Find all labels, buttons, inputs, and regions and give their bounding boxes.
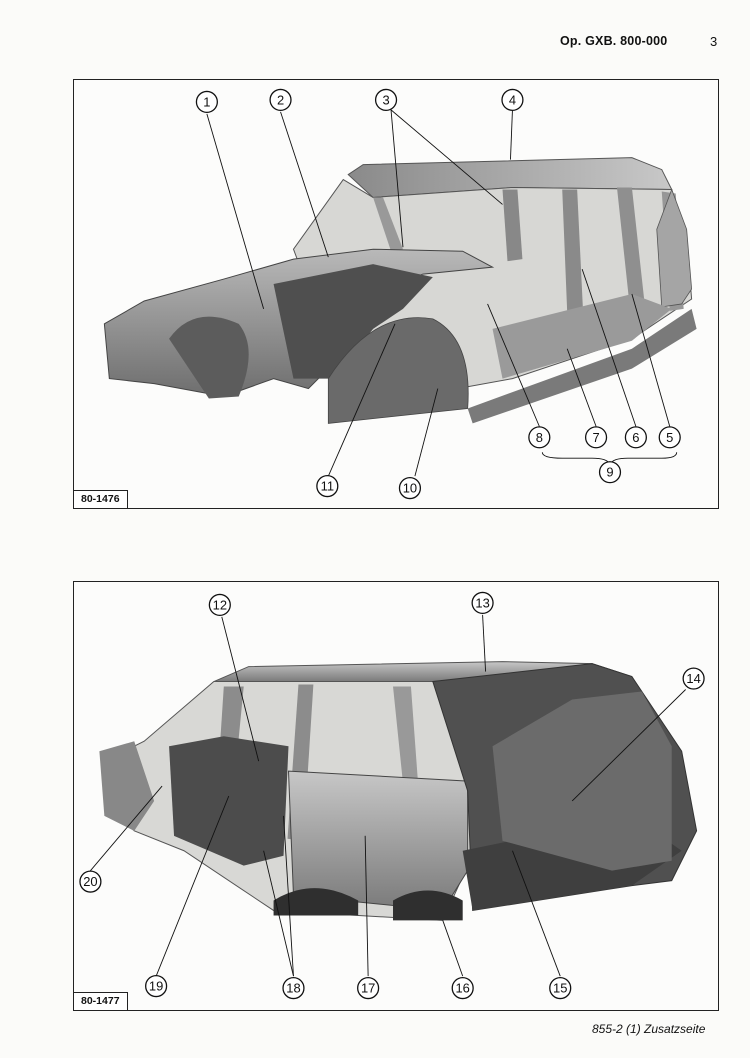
leader-line-8 (487, 303, 540, 427)
callout-6: 6 (624, 426, 647, 449)
leader-line-6 (581, 268, 637, 427)
leader-line-19 (155, 795, 230, 977)
callout-13: 13 (471, 591, 494, 615)
callout-layer-figure-1 (206, 109, 678, 477)
callout-19: 19 (145, 975, 168, 998)
figure-front-body-shell: 1 2 3 4 5 6 7 8 9 10 11 80-1476 (73, 79, 719, 509)
callout-4: 4 (501, 88, 524, 112)
callout-layer-figure-2 (90, 614, 686, 977)
figure-id-label: 80-1476 (73, 490, 128, 509)
figure-id-label: 80-1477 (73, 992, 128, 1011)
callout-markers-figure-2: 12 13 14 15 16 17 18 19 20 (79, 591, 705, 1000)
callout-label: 10 (403, 481, 417, 496)
callout-label: 2 (277, 92, 284, 107)
callout-label: 18 (286, 981, 300, 996)
callout-12: 12 (208, 593, 231, 616)
callout-label: 8 (536, 430, 543, 445)
leader-line-7 (566, 348, 597, 427)
callout-14: 14 (682, 667, 705, 690)
callout-markers-figure-1: 1 2 3 4 5 6 7 8 9 10 11 (195, 88, 681, 500)
callout-label: 9 (606, 465, 613, 480)
callout-label: 19 (149, 979, 163, 994)
car-body-illustration-front (103, 157, 697, 424)
leader-line-13 (482, 614, 487, 672)
callout-3: 3 (374, 88, 398, 112)
leader-line-11 (327, 323, 396, 477)
callout-label: 4 (509, 92, 516, 107)
leader-line-10 (414, 388, 439, 477)
page-footer: 855-2 (1) Zusatzseite (592, 1022, 706, 1036)
leader-line-17 (364, 835, 369, 977)
callout-label: 11 (321, 479, 334, 494)
callout-18: 18 (282, 977, 305, 1000)
callout-label: 14 (686, 671, 700, 686)
callout-16: 16 (451, 977, 474, 1000)
page-number: 3 (710, 34, 718, 49)
callout-label: 7 (592, 430, 599, 445)
callout-label: 12 (213, 597, 227, 612)
callout-9: 9 (598, 461, 622, 484)
callout-15: 15 (549, 977, 572, 1000)
leader-line-12 (221, 616, 260, 762)
callout-label: 1 (203, 94, 210, 109)
leader-line-2 (280, 111, 329, 258)
callout-label: 16 (456, 981, 470, 996)
callout-5: 5 (658, 426, 681, 449)
callout-10: 10 (398, 476, 422, 500)
callout-label: 17 (361, 981, 375, 996)
leader-line-3a (390, 109, 404, 248)
leader-line-20 (90, 785, 163, 871)
leader-line-15 (512, 850, 561, 977)
callout-20: 20 (79, 870, 102, 893)
leader-line-18b (283, 815, 294, 977)
callout-8: 8 (528, 426, 551, 449)
leader-line-16 (442, 920, 464, 977)
car-body-illustration-rear (99, 661, 698, 921)
callout-label: 5 (666, 430, 673, 445)
callout-17: 17 (357, 977, 380, 1000)
callout-2: 2 (269, 88, 292, 112)
operation-header: Op. GXB. 800-000 (560, 34, 668, 48)
callout-7: 7 (584, 426, 608, 449)
leader-line-14 (571, 689, 686, 802)
callout-label: 3 (382, 92, 389, 107)
callout-label: 6 (632, 430, 639, 445)
callout-label: 13 (475, 595, 489, 610)
figure-rear-body-shell: 12 13 14 15 16 17 18 19 20 80-1477 (73, 581, 719, 1011)
callout-label: 15 (553, 981, 567, 996)
callout-label: 20 (83, 874, 97, 889)
leader-line-4 (510, 109, 513, 160)
leader-line-1 (206, 113, 265, 310)
leader-line-5 (631, 293, 671, 427)
callout-11: 11 (316, 475, 339, 498)
leader-line-3b (390, 109, 503, 205)
leader-line-18a (263, 850, 294, 977)
callout-1: 1 (195, 90, 218, 113)
